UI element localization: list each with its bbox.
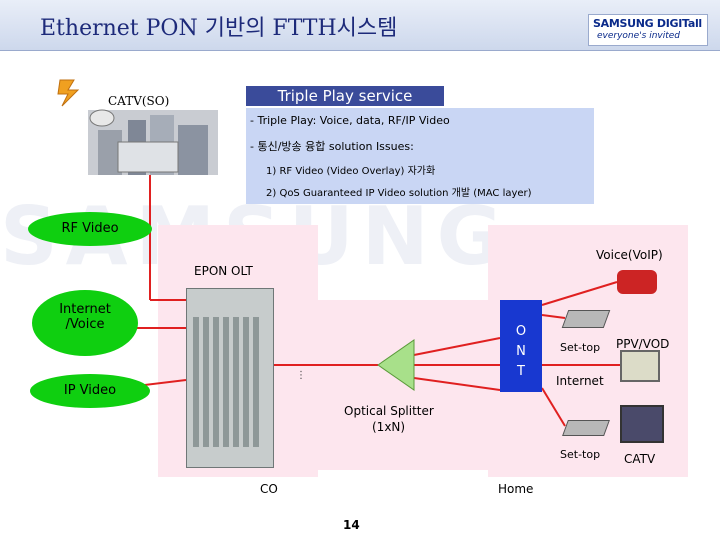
onu-box: O N T — [500, 300, 542, 392]
epon-olt-label: EPON OLT — [194, 264, 253, 278]
telephone-icon — [617, 270, 657, 294]
splitter-onu-1 — [413, 337, 501, 356]
home-label: Home — [498, 482, 534, 496]
settop-label-2: Set-top — [560, 448, 601, 461]
onu-letter-n: N — [516, 344, 526, 359]
catv-label: CATV — [624, 452, 656, 466]
catv-so-label: CATV(SO) — [108, 94, 170, 108]
triple-play-description: - Triple Play: Voice, data, RF/IP Video … — [246, 108, 594, 204]
internet-label: Internet — [556, 374, 604, 388]
lightning-icon — [57, 79, 80, 107]
tv-icon — [620, 405, 664, 443]
internet-voice-label-1: Internet — [59, 302, 111, 317]
ip-video-cloud: IP Video — [30, 374, 150, 408]
onu-to-settop-2 — [541, 387, 566, 427]
epon-olt-rack — [186, 288, 274, 468]
onu-to-settop — [541, 314, 566, 319]
logo-line1: SAMSUNG DIGITall — [593, 17, 702, 30]
triple-play-heading: Triple Play service — [246, 86, 444, 106]
internet-voice-label-2: /Voice — [65, 317, 105, 332]
rf-video-cloud: RF Video — [28, 212, 152, 246]
desc-item2: 2) QoS Guaranteed IP Video solution 개발 (… — [266, 188, 532, 199]
samsung-logo: SAMSUNG DIGITall everyone's invited — [588, 14, 708, 46]
computer-icon — [620, 350, 660, 382]
onu-letter-o: O — [515, 324, 527, 339]
splitter-ratio-label: (1xN) — [372, 420, 406, 434]
optical-splitter-shape — [377, 339, 415, 391]
page-number: 14 — [343, 518, 360, 532]
desc-item1: 1) RF Video (Video Overlay) 자가화 — [266, 166, 436, 177]
onu-to-phone — [541, 281, 618, 306]
internet-voice-cloud: Internet /Voice — [32, 290, 138, 356]
settop-label-1: Set-top — [560, 341, 601, 354]
splitter-onu-3 — [413, 377, 501, 391]
desc-line1: - Triple Play: Voice, data, RF/IP Video — [250, 114, 450, 127]
rf-video-label: RF Video — [61, 221, 119, 236]
catv-headend-building — [88, 109, 218, 175]
co-label: CO — [260, 482, 278, 496]
ppv-vod-label: PPV/VOD — [616, 337, 670, 351]
ip-video-label: IP Video — [63, 383, 117, 398]
settop-box-icon-2 — [562, 420, 610, 436]
logo-line2: everyone's invited — [597, 31, 681, 41]
dots-mark: ⋮ — [296, 370, 306, 381]
voip-label: Voice(VoIP) — [596, 248, 663, 262]
optical-splitter-label: Optical Splitter — [344, 404, 434, 418]
settop-box-icon — [561, 310, 611, 328]
desc-line2: - 통신/방송 융합 solution Issues: — [250, 140, 414, 153]
onu-letter-t: T — [517, 364, 525, 379]
slide-title: Ethernet PON 기반의 FTTH시스템 — [40, 16, 398, 41]
